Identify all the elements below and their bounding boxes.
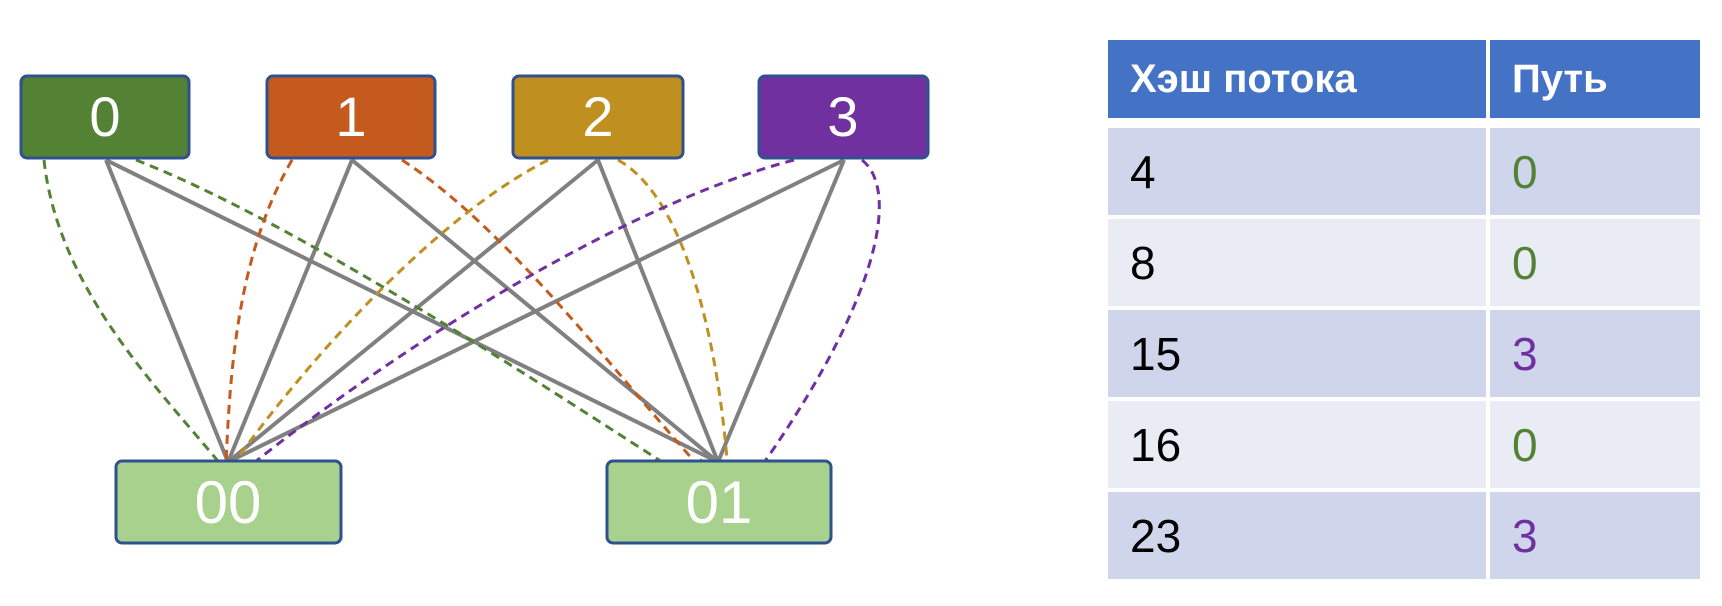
link-3-00 (227, 158, 845, 464)
table-row: 23 3 (1108, 492, 1700, 579)
top-node-1: 1 (265, 74, 437, 160)
link-0-00 (104, 159, 230, 463)
row-path: 0 (1490, 219, 1700, 306)
table-row: 15 3 (1108, 310, 1700, 397)
flow-path-0-00 (42, 159, 224, 467)
flow-paths-layer (42, 158, 881, 486)
table-row: 8 0 (1108, 219, 1700, 306)
link-2-01 (596, 159, 720, 463)
row-hash: 23 (1108, 492, 1486, 579)
link-3-01 (716, 159, 846, 463)
link-1-00 (226, 159, 354, 463)
row-path: 0 (1490, 401, 1700, 488)
flow-hash-table: Хэш потока Путь 4 0 8 0 15 3 16 0 23 3 (1104, 36, 1704, 583)
row-path: 3 (1490, 492, 1700, 579)
flow-path-1-01 (401, 158, 707, 475)
row-path: 3 (1490, 310, 1700, 397)
flow-path-3-01 (754, 158, 881, 477)
flow-path-0-01 (135, 158, 699, 486)
header-flow-hash: Хэш потока (1108, 40, 1486, 124)
flow-path-3-00 (249, 158, 795, 468)
flow-path-1-00 (224, 159, 294, 467)
flow-path-2-01 (617, 158, 735, 475)
row-hash: 16 (1108, 401, 1486, 488)
top-node-0: 0 (19, 74, 191, 160)
bottom-node-01-label: 01 (686, 469, 753, 536)
top-node-2-label: 2 (582, 85, 613, 148)
top-node-3-label: 3 (827, 85, 858, 148)
row-hash: 15 (1108, 310, 1486, 397)
bottom-node-00: 00 (114, 459, 343, 545)
row-hash: 4 (1108, 128, 1486, 215)
top-node-0-label: 0 (89, 85, 120, 148)
row-hash: 8 (1108, 219, 1486, 306)
table-row: 4 0 (1108, 128, 1700, 215)
table-row: 16 0 (1108, 401, 1700, 488)
bottom-node-00-label: 00 (195, 469, 262, 536)
top-node-2: 2 (511, 74, 685, 160)
table-header-row: Хэш потока Путь (1108, 40, 1700, 124)
network-diagram: 0 1 2 3 00 01 (19, 74, 930, 545)
links-layer (104, 158, 846, 464)
row-path: 0 (1490, 128, 1700, 215)
bottom-node-01: 01 (605, 459, 833, 545)
link-2-00 (226, 158, 600, 464)
header-path: Путь (1490, 40, 1700, 124)
top-node-1-label: 1 (335, 85, 366, 148)
top-node-3: 3 (757, 74, 930, 160)
flow-path-2-00 (230, 158, 549, 467)
